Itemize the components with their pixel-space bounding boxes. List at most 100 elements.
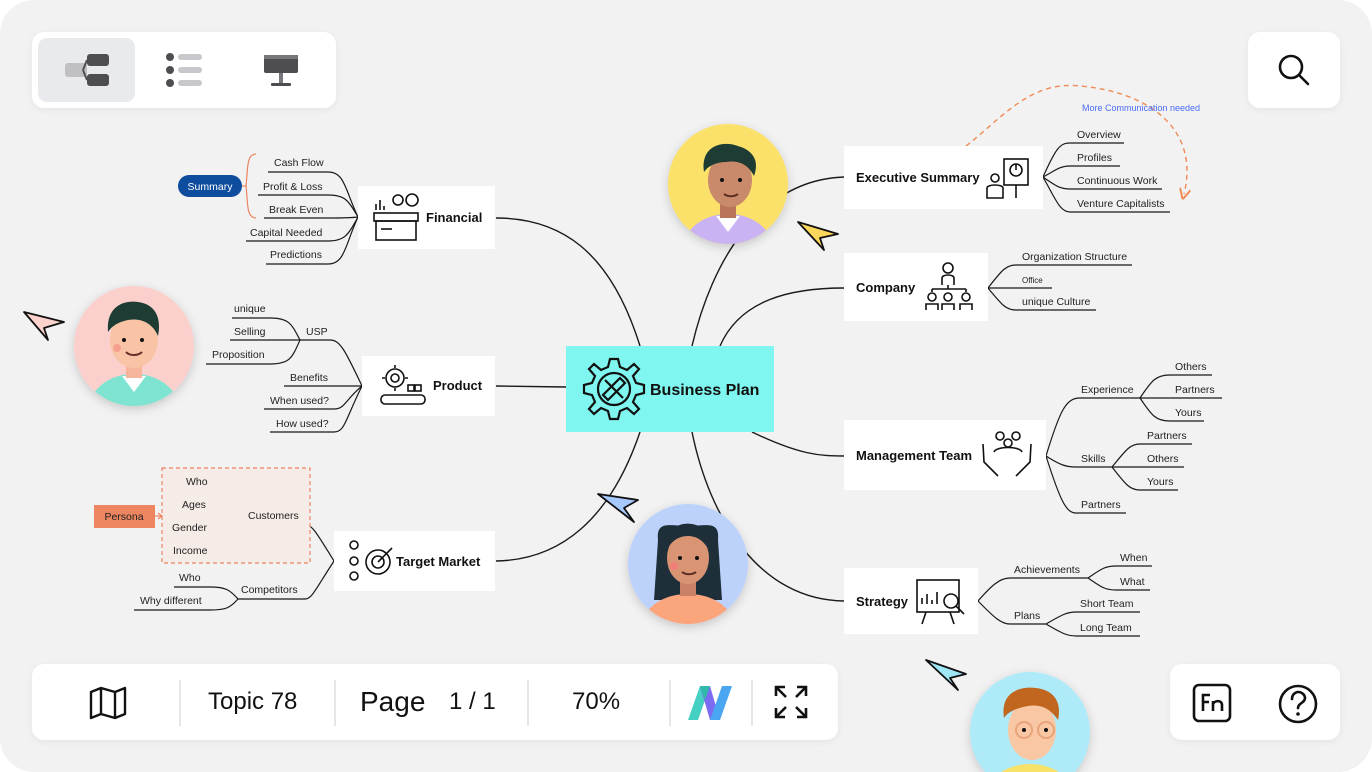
node-strategy-title: Strategy <box>856 594 909 609</box>
callout-note: More Communication needed <box>1082 103 1200 113</box>
brand-logo-button[interactable] <box>686 684 734 722</box>
toolbar-separator <box>527 680 529 726</box>
leaf-when: When <box>1120 552 1148 564</box>
node-management-team[interactable]: Management Team <box>844 420 1046 490</box>
summary-badge[interactable]: Summary <box>178 175 242 197</box>
leaf-skills-partners: Partners <box>1147 430 1187 442</box>
node-executive-summary[interactable]: Executive Summary <box>844 146 1043 209</box>
help-button[interactable] <box>1277 683 1319 725</box>
search-button[interactable] <box>1248 32 1340 108</box>
leaf-ages: Ages <box>182 499 206 511</box>
central-topic[interactable]: Business Plan <box>566 346 774 432</box>
node-strategy[interactable]: Strategy <box>844 568 978 634</box>
leaf-skills: Skills <box>1081 453 1106 465</box>
leaf-labels: Cash Flow Profit & Loss Break Even Capit… <box>140 129 1215 634</box>
leaf-exp-others: Others <box>1175 361 1207 373</box>
toolbar-separator <box>669 680 671 726</box>
cursor-pink <box>23 311 65 341</box>
leaf-skills-yours: Yours <box>1147 476 1173 488</box>
page-label: Page <box>360 686 426 717</box>
leaf-exp-yours: Yours <box>1175 407 1201 419</box>
topic-count: Topic 78 <box>208 688 298 715</box>
leaf-experience: Experience <box>1081 384 1134 396</box>
mindmap-view-icon <box>64 54 109 86</box>
node-target-title: Target Market <box>396 554 481 569</box>
leaf-predictions: Predictions <box>270 249 322 261</box>
avatar-collaborator-2 <box>668 124 788 244</box>
leaf-benefits: Benefits <box>290 372 328 384</box>
leaf-profiles: Profiles <box>1077 152 1112 164</box>
function-button[interactable] <box>1192 683 1232 723</box>
gear-wrench-icon <box>582 357 646 421</box>
gear-conveyor-icon <box>380 365 426 405</box>
fullscreen-button[interactable] <box>773 684 809 720</box>
leaf-long-team: Long Team <box>1080 622 1132 634</box>
node-financial-title: Financial <box>426 210 482 225</box>
presentation-view-button[interactable] <box>232 38 329 102</box>
brand-logo <box>688 686 732 720</box>
avatar-collaborator-3 <box>628 504 748 624</box>
svg-text:Summary: Summary <box>188 181 234 193</box>
target-audience-icon <box>349 540 393 581</box>
leaf-competitor-who: Who <box>179 572 201 584</box>
map-icon <box>89 686 127 720</box>
toolbar-separator <box>179 680 181 726</box>
leaf-income: Income <box>173 545 208 557</box>
customers-group-highlight <box>161 467 311 564</box>
team-hands-icon <box>982 431 1032 477</box>
leaf-proposition: Proposition <box>212 349 265 361</box>
leaf-overview: Overview <box>1077 129 1121 141</box>
presenter-icon <box>986 158 1029 199</box>
leaf-what: What <box>1120 576 1145 588</box>
mindmap-view-button[interactable] <box>38 38 135 102</box>
help-icon <box>1278 684 1318 724</box>
node-target-market[interactable]: Target Market <box>334 531 495 591</box>
zoom-level[interactable]: 70% <box>572 688 621 715</box>
map-button[interactable] <box>88 686 128 720</box>
leaf-profit-loss: Profit & Loss <box>263 181 323 193</box>
central-topic-label: Business Plan <box>650 382 759 399</box>
leaf-office: Office <box>1022 276 1043 285</box>
node-product[interactable]: Product <box>362 356 495 416</box>
outline-view-button[interactable] <box>135 38 232 102</box>
cursor-blue <box>597 493 639 523</box>
leaf-how-used: How used? <box>276 418 329 430</box>
function-panel <box>1170 664 1340 740</box>
cursor-cyan <box>925 659 967 691</box>
summary-bracket <box>245 153 257 219</box>
leaf-gender: Gender <box>172 522 208 534</box>
svg-text:Persona: Persona <box>104 511 143 523</box>
node-company[interactable]: Company <box>844 253 988 321</box>
toolbar-separator <box>334 680 336 726</box>
leaf-usp: USP <box>306 326 328 338</box>
leaf-continuous-work: Continuous Work <box>1077 175 1158 187</box>
node-management-title: Management Team <box>856 448 972 463</box>
callout-arrow <box>965 84 1187 194</box>
leaf-skills-others: Others <box>1147 453 1179 465</box>
fn-icon <box>1192 683 1232 723</box>
persona-badge[interactable]: Persona <box>94 505 163 528</box>
node-financial[interactable]: Financial <box>358 186 495 249</box>
avatar-collaborator-1 <box>74 286 194 406</box>
leaf-customers: Customers <box>248 510 299 522</box>
org-structure-icon <box>925 262 973 310</box>
avatar-collaborator-4 <box>970 672 1090 772</box>
leaf-capital-needed: Capital Needed <box>250 227 323 239</box>
leaf-who: Who <box>186 476 208 488</box>
page-indicator[interactable]: 1 / 1 <box>449 688 496 715</box>
node-company-title: Company <box>856 280 916 295</box>
leaf-plans: Plans <box>1014 610 1040 622</box>
view-switcher <box>32 32 336 108</box>
node-product-title: Product <box>433 378 483 393</box>
desk-money-icon <box>373 193 419 241</box>
leaf-achievements: Achievements <box>1014 564 1080 576</box>
analytics-board-icon <box>916 579 965 625</box>
node-executive-title: Executive Summary <box>856 170 980 185</box>
leaf-venture-capitalists: Venture Capitalists <box>1077 198 1165 210</box>
leaf-exp-partners: Partners <box>1175 384 1215 396</box>
leaf-unique: unique <box>234 303 266 315</box>
leaf-organization-structure: Organization Structure <box>1022 251 1127 263</box>
toolbar-separator <box>751 680 753 726</box>
